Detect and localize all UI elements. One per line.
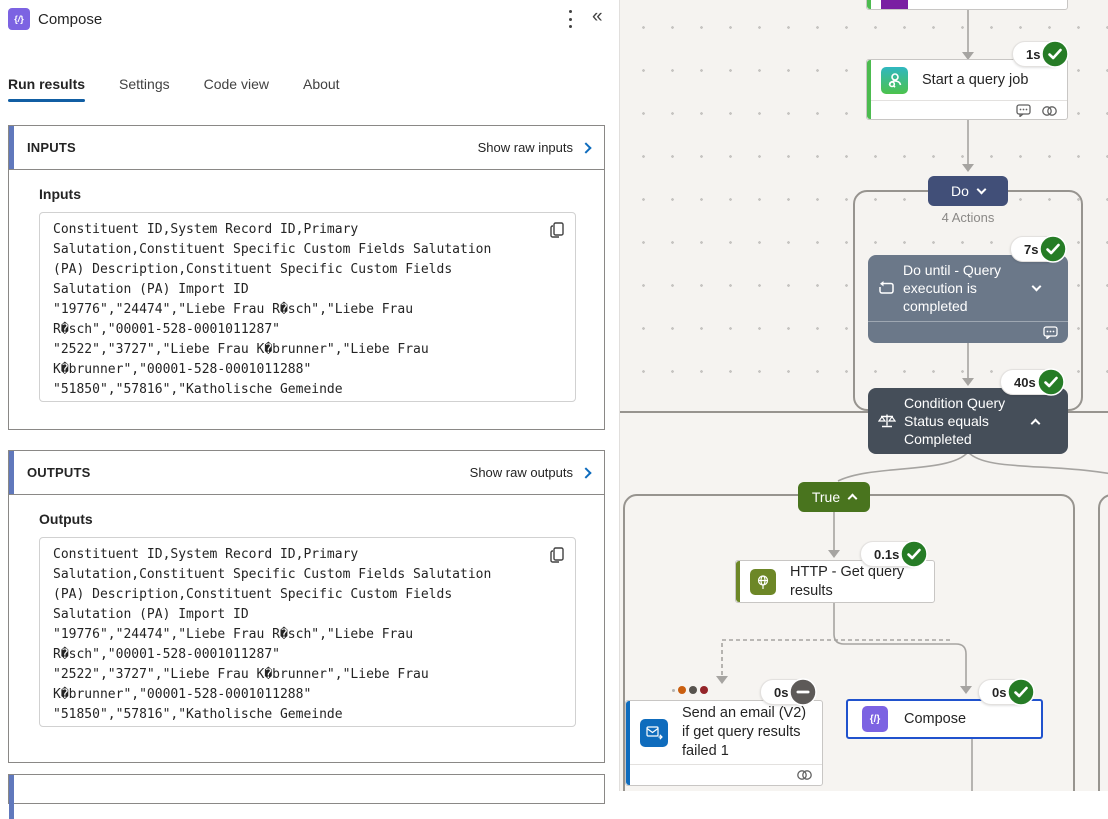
show-raw-inputs-link[interactable]: Show raw inputs (477, 140, 592, 155)
panel-title: Compose (38, 11, 103, 28)
node-title: Start a query job (922, 71, 1029, 88)
status-accent-bar (867, 0, 871, 9)
success-check-icon (900, 540, 929, 568)
show-raw-inputs-label: Show raw inputs (477, 140, 573, 155)
condition-node[interactable]: Condition Query Status equals Completed (868, 388, 1068, 454)
inputs-section: INPUTS Show raw inputs Inputs Constituen… (8, 125, 605, 430)
inputs-section-header: INPUTS Show raw inputs (9, 126, 604, 170)
chevron-up-icon (1030, 418, 1041, 428)
status-accent-bar (867, 60, 871, 119)
compose-node[interactable]: {/} Compose (846, 699, 1043, 739)
duration-badge: 0s (978, 678, 1036, 706)
more-options-icon[interactable] (562, 10, 578, 28)
outlook-email-icon (640, 718, 668, 747)
compose-action-icon: {/} (8, 8, 30, 30)
outputs-code-box: Constituent ID,System Record ID,Primary … (39, 537, 576, 727)
chevron-right-icon (580, 466, 592, 479)
chevron-right-icon (580, 141, 592, 154)
chevron-down-icon (1031, 281, 1042, 292)
panel-tabs: Run results Settings Code view About (8, 72, 340, 102)
inputs-code-box: Constituent ID,System Record ID,Primary … (39, 212, 576, 402)
query-person-search-icon (881, 66, 908, 94)
show-raw-outputs-link[interactable]: Show raw outputs (469, 465, 592, 480)
connections-icon[interactable] (1041, 105, 1058, 117)
send-email-node[interactable]: Send an email (V2) if get query results … (625, 700, 823, 786)
do-scope-label: Do (951, 183, 969, 199)
compose-data-operation-icon: {/} (862, 706, 888, 732)
do-until-node[interactable]: Do until - Query execution is completed (868, 255, 1068, 343)
status-dot-skipped (689, 686, 697, 694)
outputs-label: Outputs (39, 511, 93, 527)
http-get-query-results-node[interactable]: HTTP - Get query results (735, 560, 935, 603)
duration-badge: 0.1s (860, 540, 929, 568)
status-accent-bar (626, 701, 630, 785)
status-dot-small (672, 688, 675, 692)
node-title: Compose (904, 710, 967, 727)
differences-action-icon (881, 0, 908, 9)
differences-to-create-node[interactable]: Differences to create (866, 0, 1068, 10)
duration-badge: 1s (1012, 40, 1070, 68)
duration-badge: 7s (1010, 235, 1068, 263)
section-accent-bar (9, 775, 14, 819)
outputs-code-text: Constituent ID,System Record ID,Primary … (53, 547, 492, 722)
connections-icon[interactable] (796, 769, 813, 781)
node-footer (868, 321, 1068, 343)
outputs-section: OUTPUTS Show raw outputs Outputs Constit… (8, 450, 605, 763)
node-footer (626, 764, 822, 784)
success-check-icon (1039, 235, 1068, 263)
do-scope-button[interactable]: Do (928, 176, 1008, 206)
inputs-heading: INPUTS (27, 140, 76, 155)
chevron-up-icon (847, 493, 858, 503)
copy-icon[interactable] (548, 545, 568, 565)
tab-run-results[interactable]: Run results (8, 72, 86, 102)
true-branch-button[interactable]: True (798, 482, 870, 512)
tab-about[interactable]: About (302, 76, 340, 92)
condition-scale-icon (878, 414, 896, 428)
inputs-label: Inputs (39, 186, 81, 202)
false-branch-container (1098, 494, 1108, 791)
node-title: Condition Query Status equals Completed (904, 395, 1006, 447)
collapse-panel-icon[interactable]: « (592, 6, 603, 27)
inputs-code-text: Constituent ID,System Record ID,Primary … (53, 222, 492, 397)
node-title: Send an email (V2) if get query results … (682, 705, 807, 759)
start-query-job-node[interactable]: Start a query job (866, 59, 1068, 120)
tab-settings[interactable]: Settings (119, 76, 170, 92)
run-after-status-dots (672, 686, 708, 694)
next-section-partial (8, 774, 605, 819)
true-branch-label: True (811, 489, 841, 505)
status-accent-bar (736, 561, 740, 602)
section-accent-bar (9, 126, 14, 169)
comment-icon[interactable] (1016, 104, 1031, 117)
duration-badge: 40s (1000, 368, 1065, 396)
success-check-icon (1007, 678, 1036, 706)
action-details-panel: {/} Compose « Run results Settings Code … (0, 0, 620, 819)
outputs-heading: OUTPUTS (27, 465, 91, 480)
success-check-icon (1041, 40, 1070, 68)
outputs-section-header: OUTPUTS Show raw outputs (9, 451, 604, 495)
flow-canvas[interactable]: Differences to create Start a query job … (620, 0, 1108, 791)
skipped-icon (789, 678, 818, 706)
copy-icon[interactable] (548, 220, 568, 240)
node-footer (867, 100, 1067, 120)
panel-header: {/} Compose « (0, 0, 619, 40)
section-accent-bar (9, 451, 14, 494)
node-title: HTTP - Get query results (790, 563, 905, 599)
chevron-down-icon (976, 184, 987, 195)
success-check-icon (1036, 368, 1065, 396)
comment-icon[interactable] (1043, 326, 1058, 339)
skipped-badge: 0s (760, 678, 818, 706)
status-dot-timeout (678, 686, 686, 694)
node-title: Do until - Query execution is completed (903, 262, 1002, 314)
status-dot-failed (700, 686, 708, 694)
tab-code-view[interactable]: Code view (203, 76, 269, 92)
loop-icon (879, 280, 894, 294)
show-raw-outputs-label: Show raw outputs (469, 465, 573, 480)
http-globe-icon (750, 568, 776, 595)
do-actions-count: 4 Actions (941, 210, 995, 225)
